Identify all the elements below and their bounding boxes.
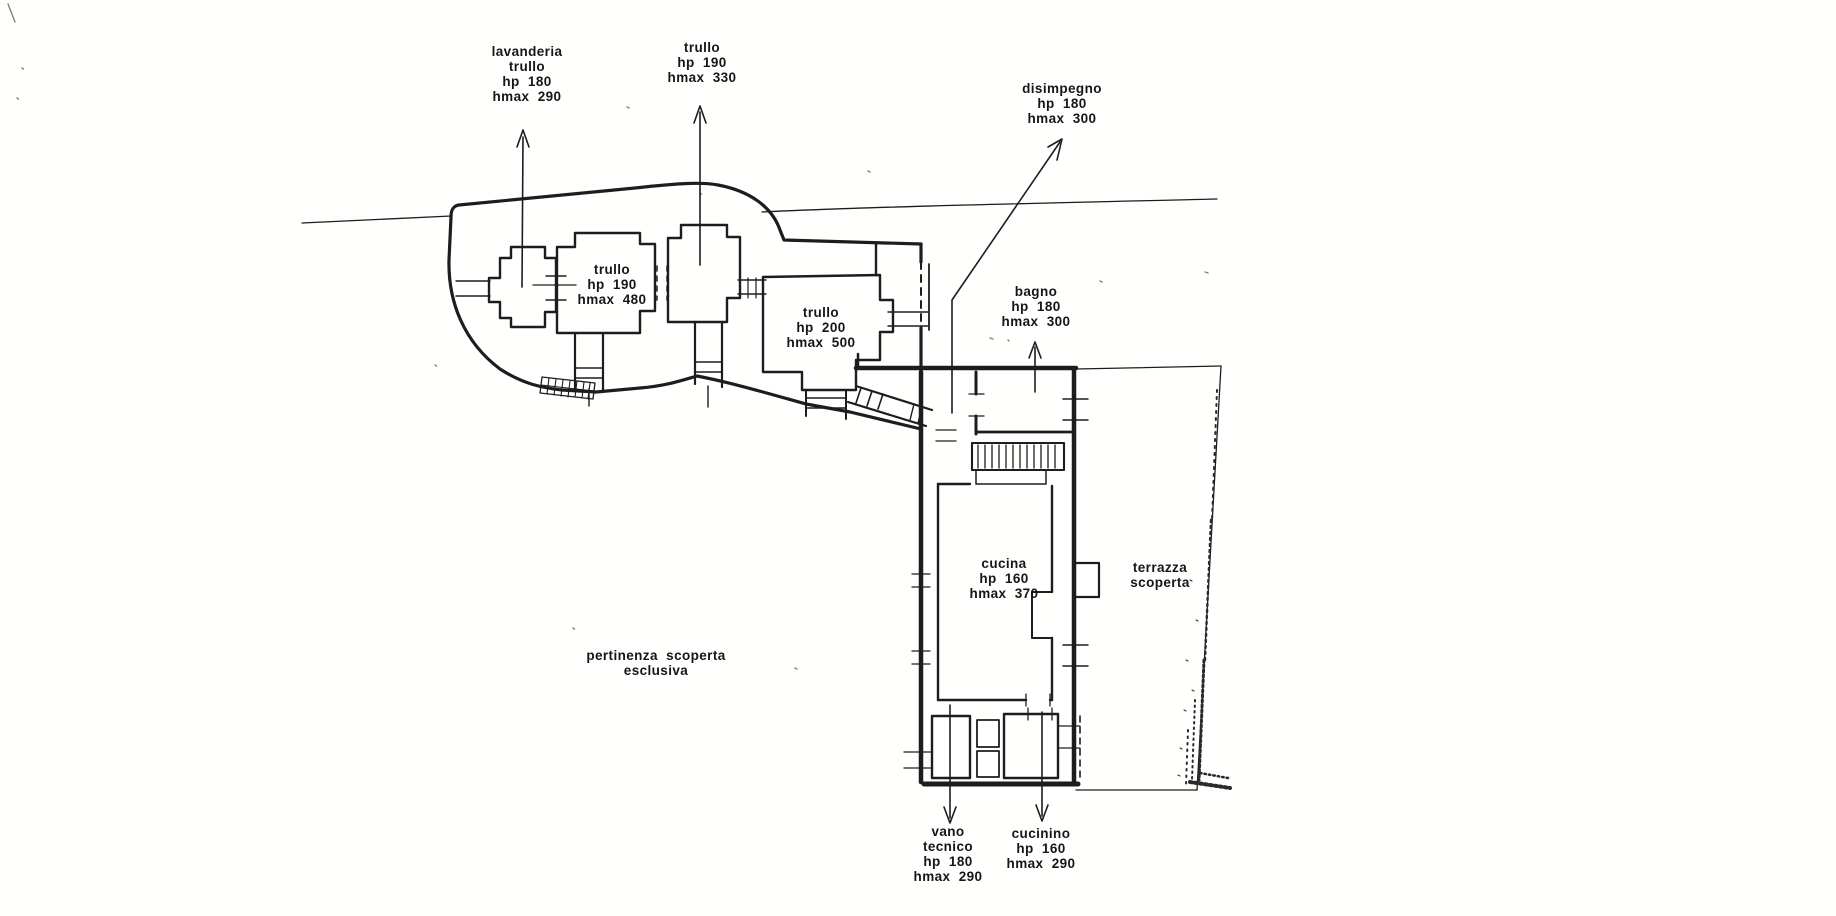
room-trullo-500: [737, 273, 929, 420]
label-vano-tecnico: vano tecnico hp 180 hmax 290: [913, 824, 983, 884]
window-west-1: [911, 573, 931, 588]
label-bagno: bagno hp 180 hmax 300: [1001, 284, 1071, 329]
arch-opening-dashed: [656, 265, 668, 301]
door-cucina-terrace: [1062, 644, 1089, 667]
arrow-trullo-330-icon: [693, 105, 707, 266]
terrazza-stipple: [1177, 389, 1232, 790]
label-pertinenza: pertinenza scoperta esclusiva: [586, 648, 726, 678]
closet-1: [976, 719, 1000, 748]
window-vano: [903, 751, 933, 769]
rooms-south: [903, 707, 1081, 781]
room-trullo-330: [656, 223, 742, 408]
boundary-line: [301, 198, 1218, 224]
label-cucina: cucina hp 160 hmax 370: [969, 556, 1039, 601]
steps-hatched: [539, 376, 596, 400]
label-trullo-480: trullo hp 190 hmax 480: [577, 262, 647, 307]
upper-complex-outer-wall: [447, 181, 930, 431]
door-east: [887, 311, 929, 327]
room-lavanderia-trullo: [455, 245, 558, 329]
window-west-2: [911, 650, 931, 665]
label-terrazza: terrazza scoperta: [1130, 560, 1190, 590]
room-cucina: [911, 482, 1089, 707]
room-vano-tecnico: [930, 714, 972, 780]
door-cucinino-terrace: [1057, 725, 1081, 749]
arrow-cucinino-icon: [1035, 711, 1049, 822]
label-cucinino: cucinino hp 160 hmax 290: [1006, 826, 1076, 871]
door-west-opening: [455, 280, 491, 297]
room-disimpegno-bagno: [935, 370, 1089, 442]
staircase-hatched: [970, 441, 1066, 485]
leader-arrows: [516, 105, 1063, 824]
arrow-lavanderia-icon: [516, 129, 530, 288]
door-to-trullo-330: [737, 279, 767, 295]
label-lavanderia-trullo: lavanderia trullo hp 180 hmax 290: [491, 44, 563, 104]
east-wall-pilaster: [1072, 561, 1101, 599]
label-trullo-500: trullo hp 200 hmax 500: [786, 305, 856, 350]
door-bagno-terrace: [1062, 398, 1089, 421]
arrow-disimpegno-icon: [951, 138, 1063, 414]
room-trullo-480: [545, 231, 657, 407]
room-cucinino: [1002, 712, 1060, 780]
arrow-vano-tecnico-icon: [943, 704, 957, 824]
label-disimpegno: disimpegno hp 180 hmax 300: [1022, 81, 1102, 126]
closet-2: [976, 750, 1000, 778]
arrow-bagno-icon: [1028, 341, 1042, 393]
label-trullo-330: trullo hp 190 hmax 330: [667, 40, 737, 85]
